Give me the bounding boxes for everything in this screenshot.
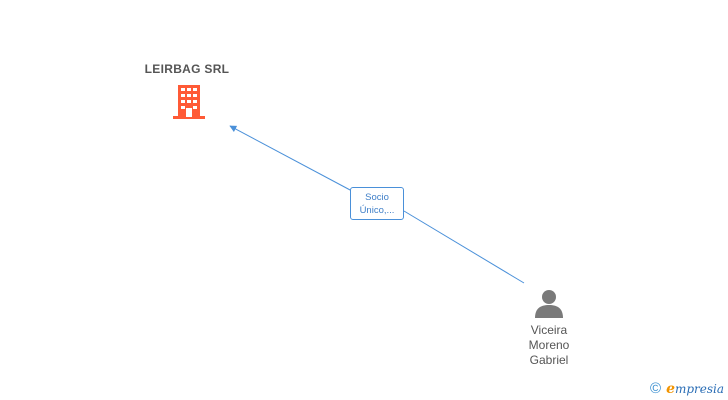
edge-line-to-company — [229, 125, 353, 192]
person-icon[interactable] — [533, 288, 565, 320]
person-name-line: Moreno — [528, 338, 570, 352]
relationship-label[interactable]: Socio Único,... — [350, 187, 404, 220]
company-name[interactable]: LEIRBAG SRL — [144, 62, 230, 76]
person-name-line: Gabriel — [529, 353, 569, 367]
relationship-label-line1: Socio — [365, 192, 389, 203]
logo-initial: e — [666, 381, 675, 397]
copyright-icon: © — [650, 380, 662, 397]
person-name-line: Viceira — [530, 323, 568, 337]
empresia-logo: © e mpresia — [650, 380, 724, 398]
building-icon[interactable] — [172, 84, 206, 120]
logo-text: mpresia — [674, 382, 725, 396]
relationship-label-line2: Único,... — [359, 205, 395, 216]
person-name[interactable]: Viceira Moreno Gabriel — [509, 323, 589, 368]
edge-line-from-person — [403, 210, 525, 284]
